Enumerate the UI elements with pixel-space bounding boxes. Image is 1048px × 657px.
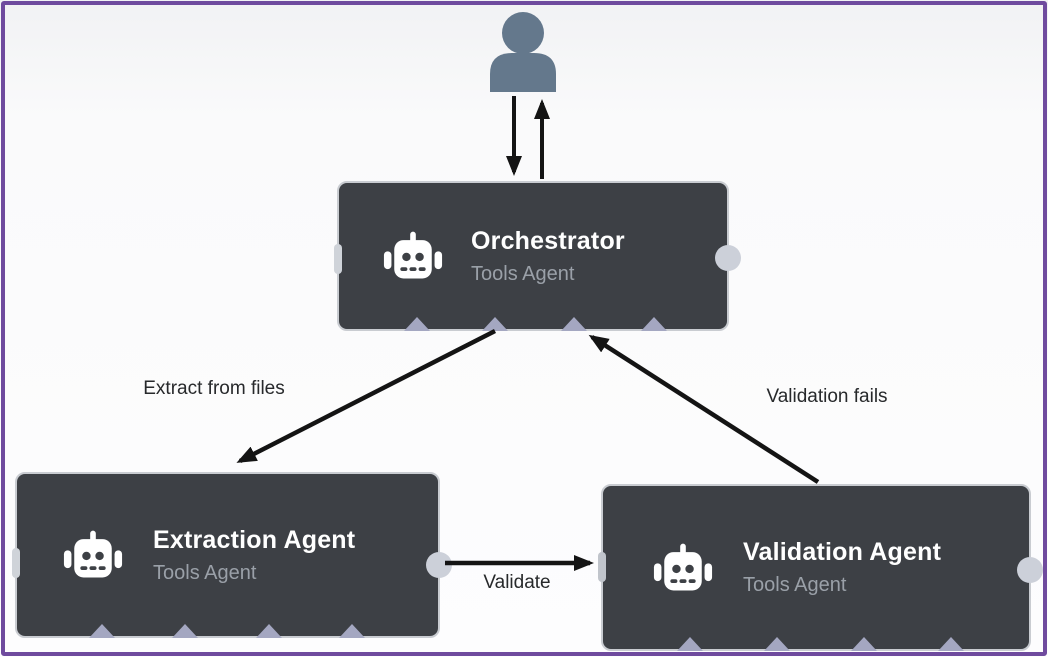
tool-connector-icon[interactable]	[851, 637, 877, 651]
input-handle[interactable]	[334, 244, 342, 274]
node-text: Validation Agent Tools Agent	[743, 538, 941, 597]
node-title: Orchestrator	[471, 226, 625, 255]
tool-connector-icon[interactable]	[404, 317, 430, 331]
node-title: Validation Agent	[743, 538, 942, 566]
tool-connector-icon[interactable]	[482, 317, 508, 331]
tool-connector-icon[interactable]	[677, 637, 703, 651]
output-handle[interactable]	[1017, 557, 1043, 583]
tool-connector-icon[interactable]	[89, 624, 115, 638]
input-handle[interactable]	[12, 548, 20, 578]
node-orchestrator[interactable]: Orchestrator Tools Agent	[334, 181, 741, 331]
edge-label-validation-fails: Validation fails	[766, 386, 888, 407]
node-subtitle: Tools Agent	[743, 574, 847, 596]
input-handle[interactable]	[598, 552, 606, 582]
node-validation-agent[interactable]: Validation Agent Tools Agent	[598, 484, 1043, 651]
tool-connector-icon[interactable]	[339, 624, 365, 638]
node-text: Extraction Agent Tools Agent	[153, 526, 355, 585]
person-icon	[490, 12, 556, 97]
robot-icon	[63, 525, 123, 585]
node-extraction-agent[interactable]: Extraction Agent Tools Agent	[12, 472, 452, 638]
tool-connector-icon[interactable]	[561, 317, 587, 331]
node-text: Orchestrator Tools Agent	[471, 227, 625, 286]
robot-icon	[653, 538, 713, 598]
node-title: Extraction Agent	[153, 525, 356, 554]
tool-connector-icon[interactable]	[256, 624, 282, 638]
tool-connector-icon[interactable]	[172, 624, 198, 638]
edge-validation-to-orchestrator	[588, 334, 820, 484]
edge-label-validate: Validate	[483, 572, 551, 593]
edge-label-extract-from-files: Extract from files	[143, 378, 285, 399]
tool-connector-icon[interactable]	[641, 317, 667, 331]
node-subtitle: Tools Agent	[153, 561, 257, 584]
robot-icon	[383, 226, 443, 286]
node-subtitle: Tools Agent	[471, 262, 575, 285]
tool-connector-icon[interactable]	[938, 637, 964, 651]
output-handle[interactable]	[715, 245, 741, 271]
tool-connector-icon[interactable]	[764, 637, 790, 651]
output-handle[interactable]	[426, 552, 452, 578]
